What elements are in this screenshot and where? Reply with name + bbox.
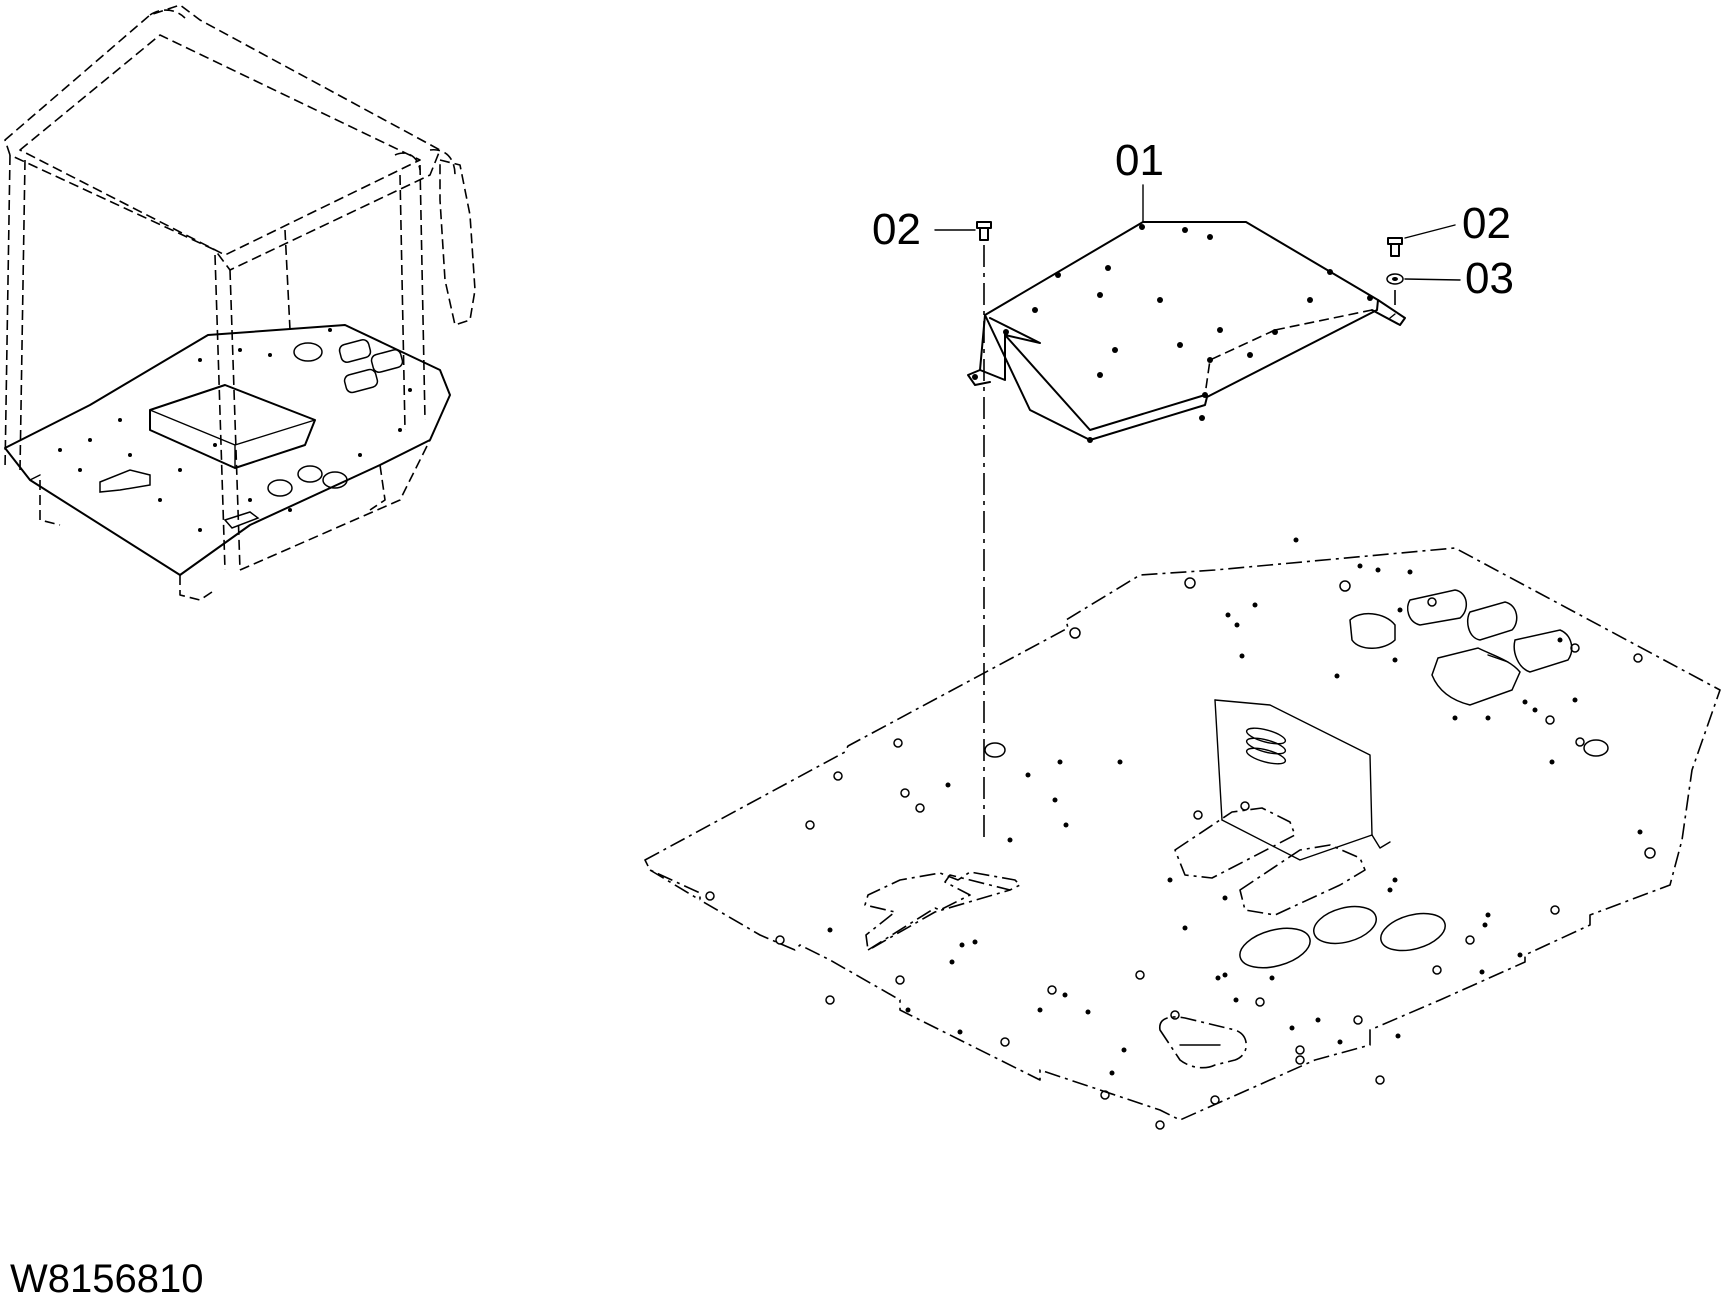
callout-01: 01 [1115, 136, 1164, 185]
bolt-02-right [1387, 237, 1403, 257]
leader-02-right [1404, 224, 1456, 239]
leader-03 [1404, 278, 1461, 281]
floor-plate [644, 537, 1721, 1130]
bolt-02-left [976, 221, 992, 241]
washer-03 [1386, 273, 1404, 285]
bracket-part-01 [967, 221, 1406, 443]
callout-02-left: 02 [872, 205, 921, 254]
cab-overview-thumbnail [4, 4, 476, 601]
callout-02-right: 02 [1462, 199, 1511, 248]
callout-03: 03 [1465, 254, 1514, 303]
drawing-code: W8156810 [10, 1257, 203, 1301]
